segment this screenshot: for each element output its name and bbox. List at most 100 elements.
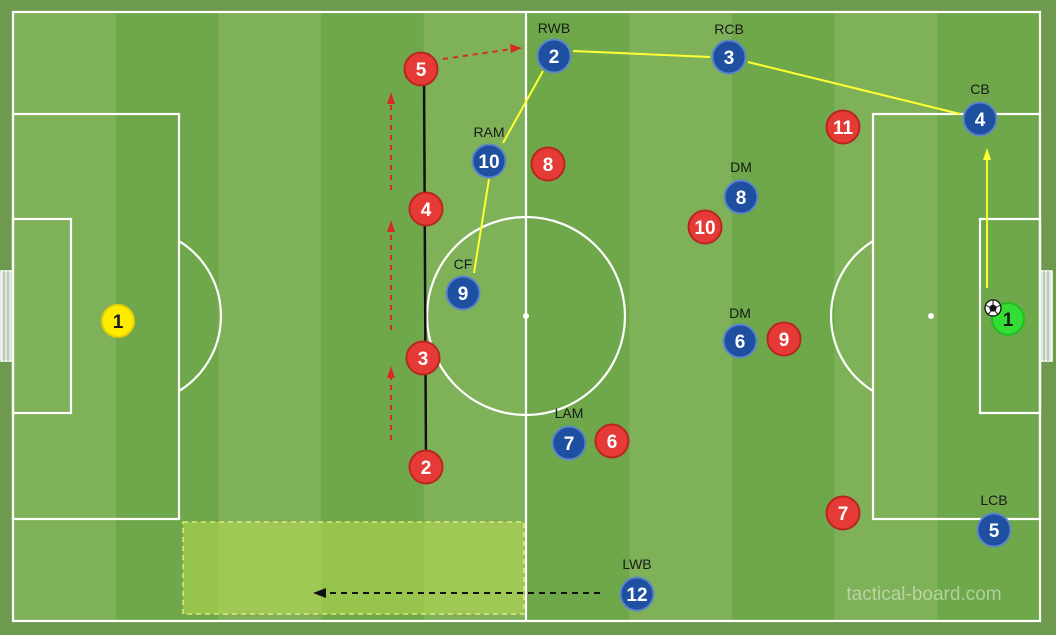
player-number: 8 [543, 155, 554, 176]
right-penalty-arc [830, 240, 874, 392]
player-token [405, 340, 441, 376]
player-role-label: LCB [980, 492, 1007, 508]
pitch-stripe [834, 12, 938, 621]
red-player[interactable]: 10 [687, 209, 723, 245]
player-role-label: CF [454, 256, 473, 272]
red-player[interactable]: 4 [408, 191, 444, 227]
blue-player[interactable]: 10 RAM [471, 124, 507, 179]
player-role-label: DM [729, 305, 751, 321]
player-role-label: DM [730, 159, 752, 175]
player-number: 9 [779, 330, 790, 351]
run-arrow[interactable] [442, 48, 513, 60]
blue-player[interactable]: 2 RWB [536, 20, 572, 74]
goalkeeper-number: 1 [1003, 310, 1014, 331]
goalkeeper-number: 1 [113, 312, 124, 333]
player-number: 11 [833, 118, 854, 139]
player-number: 10 [694, 218, 715, 239]
player-token [962, 101, 998, 137]
player-number: 12 [626, 585, 647, 606]
red-team: 5 4 3 2 8 11 10 9 6 7 [403, 51, 861, 531]
player-role-label: CB [970, 81, 989, 97]
pitch-stripe [13, 12, 117, 621]
run-arrows [387, 44, 522, 440]
red-player[interactable]: 2 [408, 449, 444, 485]
player-token [408, 191, 444, 227]
player-token [619, 576, 655, 612]
player-number: 10 [478, 152, 499, 173]
arrow-head [510, 44, 522, 53]
passing-lines [473, 50, 991, 288]
pass-line[interactable] [473, 178, 490, 274]
red-player[interactable]: 5 [403, 51, 439, 87]
player-token [408, 449, 444, 485]
player-number: 8 [736, 188, 747, 209]
pitch-stripe [629, 12, 733, 621]
right-goal [1039, 270, 1053, 362]
player-token [976, 512, 1012, 548]
red-player[interactable]: 8 [530, 146, 566, 182]
arrow-head [983, 148, 991, 160]
player-number: 5 [416, 60, 427, 81]
pitch-stripe [731, 12, 836, 621]
red-player[interactable]: 6 [594, 423, 630, 459]
pitch-stripe [423, 12, 527, 621]
player-token [551, 425, 587, 461]
player-number: 4 [975, 110, 986, 131]
player-token [530, 146, 566, 182]
player-token [766, 321, 802, 357]
player-token [722, 323, 758, 359]
red-player[interactable]: 7 [825, 495, 861, 531]
player-number: 2 [549, 47, 560, 68]
left-goal [0, 270, 14, 362]
soccer-ball-icon[interactable] [984, 299, 1002, 317]
arrow-head [387, 366, 395, 378]
highlight-zone[interactable] [182, 521, 525, 615]
player-token [403, 51, 439, 87]
red-player[interactable]: 9 [766, 321, 802, 357]
center-circle [425, 215, 627, 417]
arrow-head [313, 588, 326, 598]
player-token [723, 179, 759, 215]
arrow-head [387, 220, 395, 232]
pitch-stripe [321, 12, 425, 621]
defensive-line[interactable] [422, 69, 428, 467]
player-role-label: LWB [622, 556, 651, 572]
blue-player[interactable]: 5 LCB [976, 492, 1012, 548]
player-number: 6 [735, 332, 746, 353]
blue-player[interactable]: 4 CB [962, 81, 998, 137]
pitch-stripe [218, 12, 322, 621]
right-penalty-spot [928, 313, 934, 319]
goalkeeper-left[interactable]: 1 [101, 304, 135, 338]
blue-player[interactable]: 12 LWB [619, 556, 655, 612]
player-role-label: RCB [714, 21, 744, 37]
player-token [536, 38, 572, 74]
player-token [471, 143, 507, 179]
player-token [445, 275, 481, 311]
player-token [594, 423, 630, 459]
player-number: 9 [458, 284, 469, 305]
blue-player[interactable]: 9 CF [445, 256, 481, 311]
blue-player[interactable]: 8 DM [723, 159, 759, 215]
pass-line[interactable] [747, 61, 961, 115]
arrow-head [387, 92, 395, 104]
player-number: 4 [421, 200, 432, 221]
center-spot [523, 313, 529, 319]
red-player[interactable]: 3 [405, 340, 441, 376]
watermark: tactical-board.com [846, 584, 1001, 605]
pass-line[interactable] [572, 50, 711, 58]
player-role-label: RAM [473, 124, 504, 140]
player-number: 3 [418, 349, 429, 370]
pitch-stripe [526, 12, 630, 621]
left-penalty-arc [178, 240, 222, 392]
player-number: 5 [989, 521, 1000, 542]
player-role-label: RWB [538, 20, 570, 36]
movement-arrow [313, 588, 600, 598]
pass-line[interactable] [502, 70, 544, 144]
player-number: 7 [838, 504, 849, 525]
red-player[interactable]: 11 [825, 109, 861, 145]
player-token [711, 39, 747, 75]
blue-player[interactable]: 6 DM [722, 305, 758, 359]
